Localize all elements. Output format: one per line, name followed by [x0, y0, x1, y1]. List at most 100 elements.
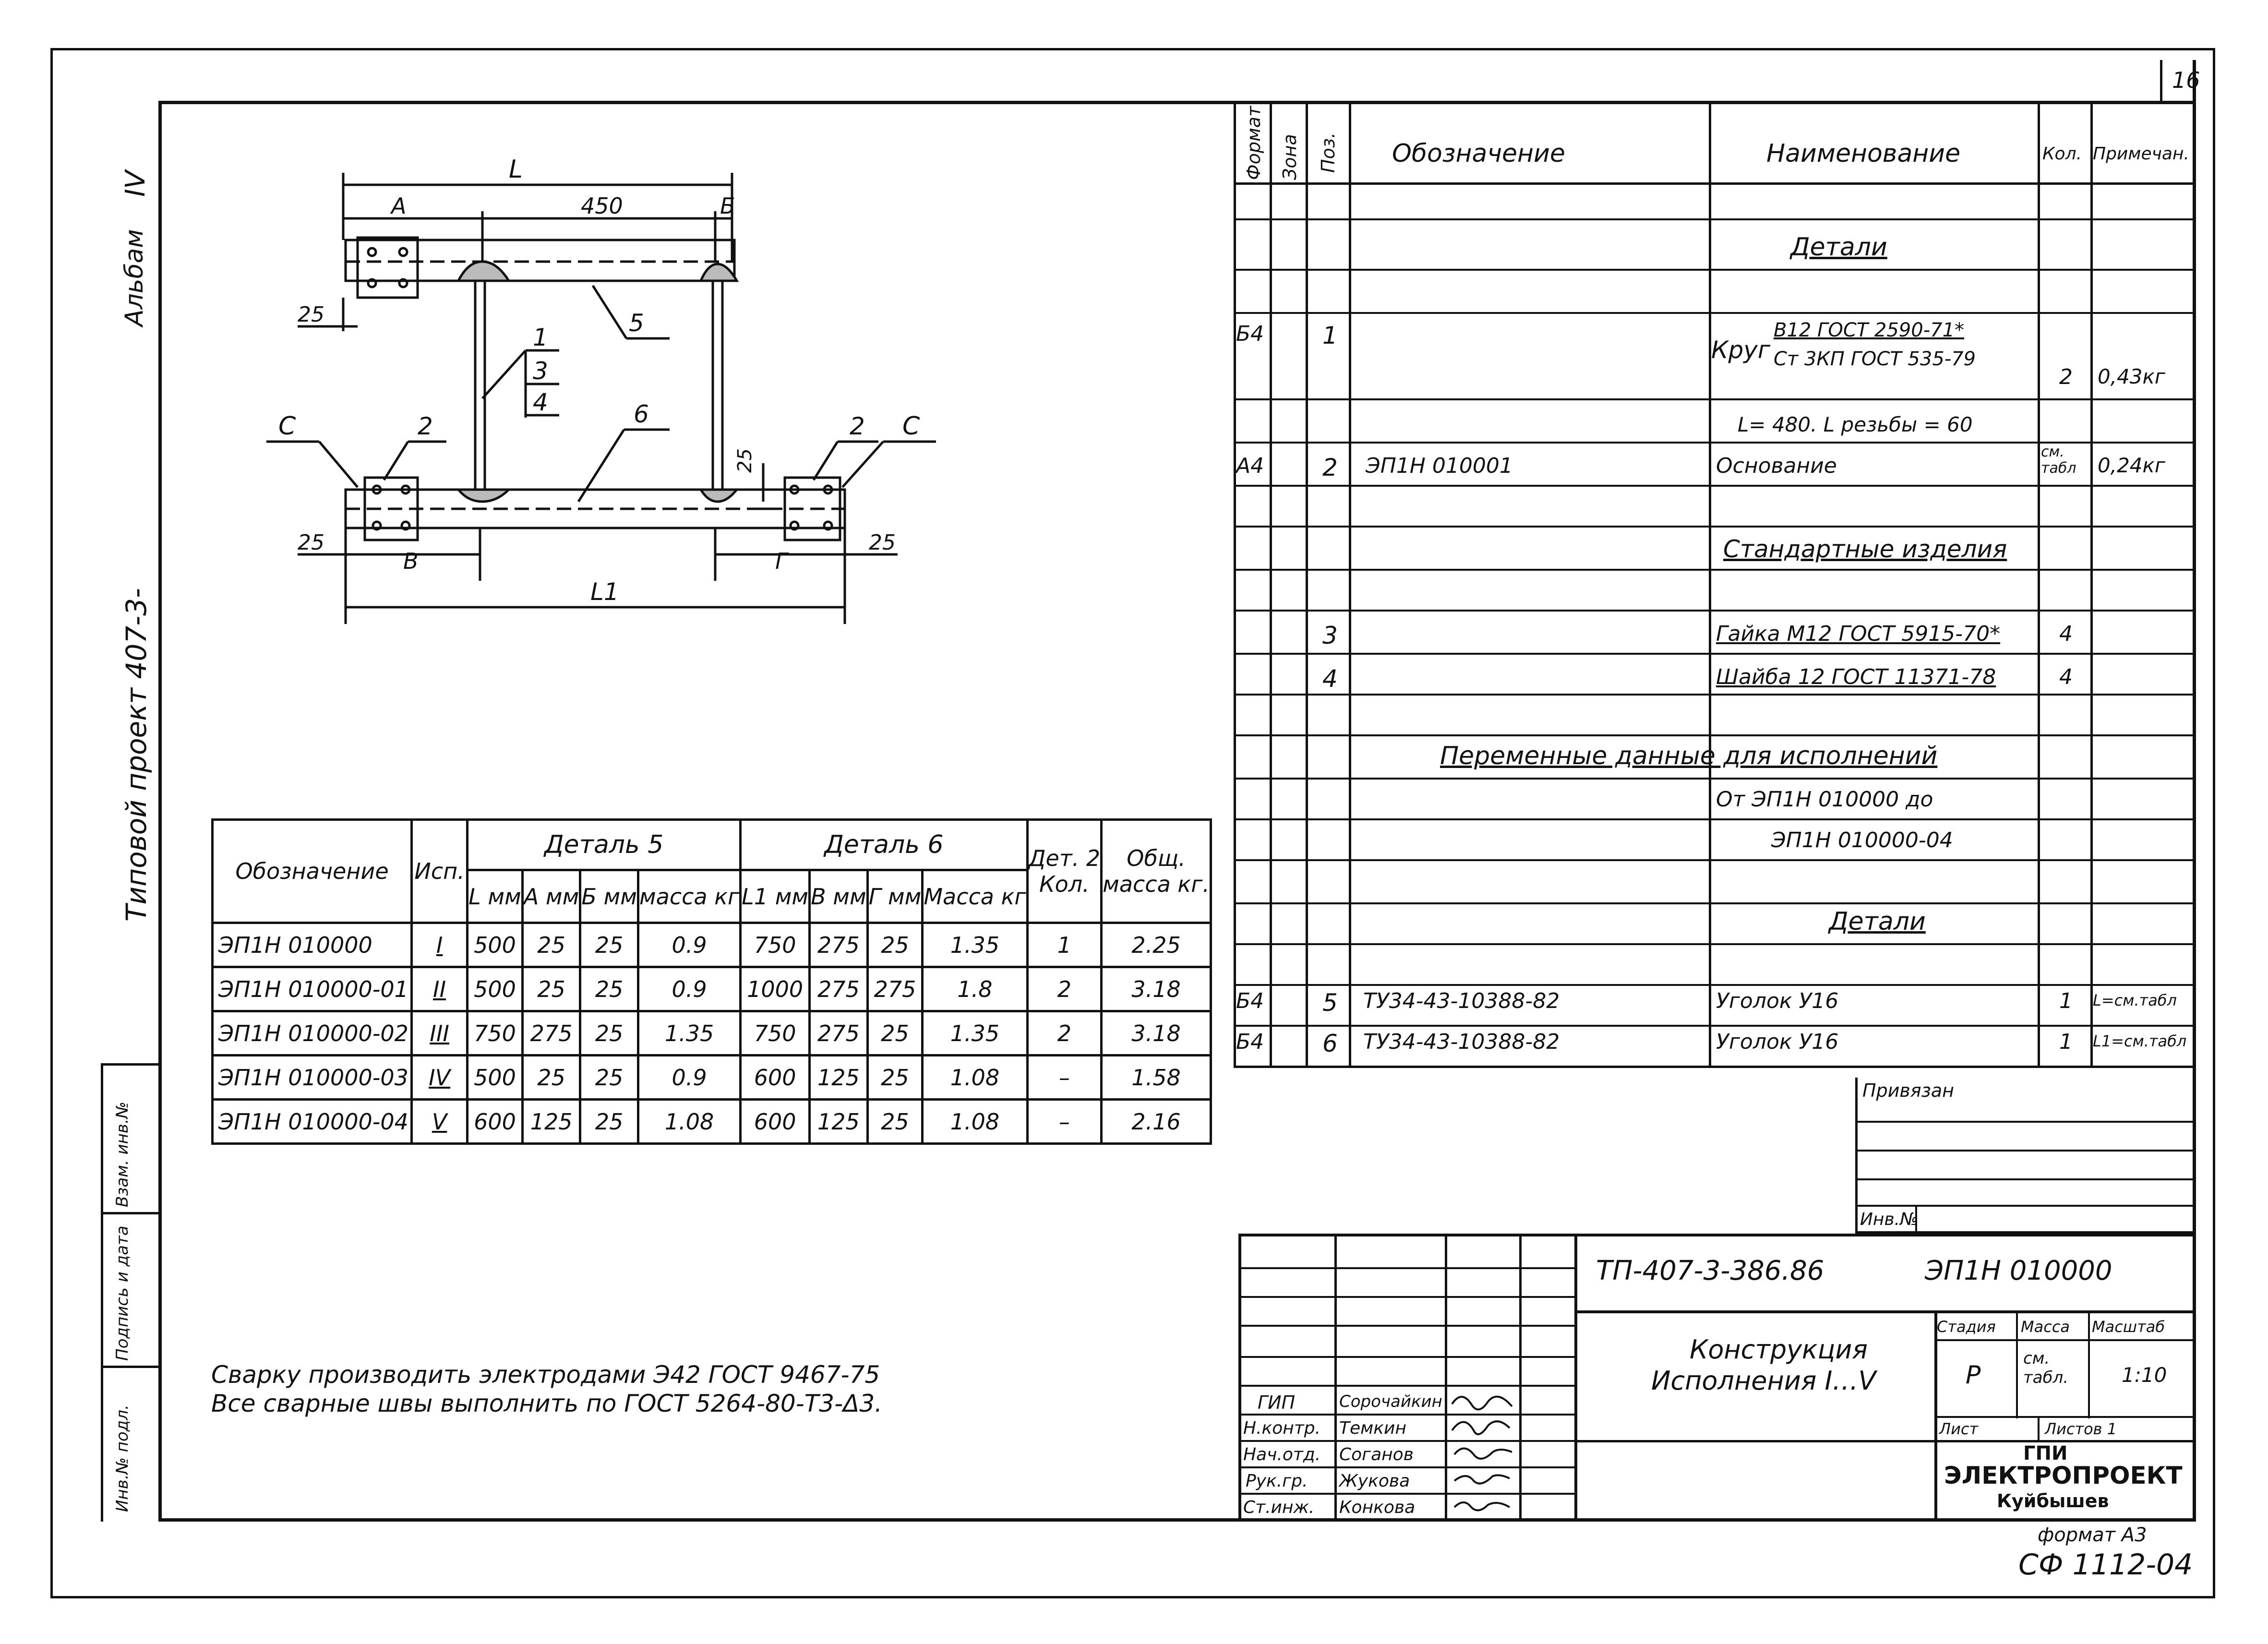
dim-L1: L1	[590, 578, 619, 606]
spec-h-note: Примечан.	[2093, 144, 2189, 164]
label-C-right: С	[902, 412, 920, 441]
spec-row1-grade: В12 ГОСТ 2590-71*	[1774, 319, 1965, 341]
th-A: А мм	[521, 869, 582, 924]
tb-scale: 1:10	[2122, 1363, 2167, 1387]
spec-row6-designation: ТУ34-43-10388-82	[1363, 1030, 1560, 1054]
pos-1: 1	[533, 324, 548, 351]
th-V: В мм	[808, 869, 869, 924]
spec-section-details-2: Детали	[1829, 907, 1926, 936]
spec-row3-name: Гайка М12 ГОСТ 5915-70*	[1716, 622, 2001, 646]
cell-isp: II	[410, 966, 469, 1012]
th-L: L мм	[466, 869, 524, 924]
spec-row1-qty: 2	[2059, 365, 2073, 389]
cell-L: 500	[466, 966, 524, 1012]
cell-m6: 1.08	[921, 1054, 1029, 1101]
spec-row1-pos: 1	[1322, 322, 1338, 349]
spec-row6-qty: 1	[2059, 1030, 2073, 1054]
cell-des: ЭП1Н 010000	[211, 922, 413, 968]
dim-L: L	[509, 155, 523, 184]
spec-row5-note: L=см.табл	[2093, 991, 2177, 1009]
spec-row2-qty: см. табл	[2041, 444, 2076, 477]
cell-m5: 1.35	[636, 1010, 742, 1056]
th-detail-6: Деталь 6	[739, 818, 1029, 871]
pos-2-right: 2	[850, 412, 865, 440]
cell-V: 125	[808, 1098, 869, 1145]
tb-doc-code: ЭП1Н 010000	[1925, 1255, 2112, 1286]
spec-h-designation: Обозначение	[1392, 139, 1565, 168]
tb-name-rukgr: Жукова	[1339, 1471, 1410, 1491]
cell-A: 125	[521, 1098, 582, 1145]
variants-table: Обозначение Исп. Деталь 5 Деталь 6 Дет. …	[211, 818, 1212, 1145]
th-B: Б мм	[579, 869, 639, 924]
spec-row3-qty: 4	[2059, 622, 2073, 646]
cell-A: 25	[521, 966, 582, 1012]
th-mass5: масса кг	[636, 869, 742, 924]
pos-3: 3	[533, 357, 548, 385]
spec-section-variable: Переменные данные для исполнений	[1440, 742, 1938, 770]
th-L1: L1 мм	[739, 869, 811, 924]
cell-qty: 2	[1026, 966, 1103, 1012]
tb-stage: Р	[1966, 1361, 1981, 1390]
cell-G: 25	[866, 1098, 924, 1145]
cell-isp: IV	[410, 1054, 469, 1101]
dim-25-top: 25	[298, 302, 324, 327]
tb-h-scale: Масштаб	[2092, 1318, 2165, 1336]
spec-h-qty: Кол.	[2042, 144, 2082, 164]
spec-row2-format: А4	[1236, 454, 1264, 478]
cell-m6: 1.8	[921, 966, 1029, 1012]
cell-des: ЭП1Н 010000-02	[211, 1010, 413, 1056]
signatures	[1451, 1395, 1513, 1512]
cell-B: 25	[579, 1054, 639, 1101]
spec-h-zone: Зона	[1279, 134, 1300, 180]
cell-A: 25	[521, 922, 582, 968]
spec-row6-name: Уголок У16	[1716, 1030, 1839, 1054]
tb-role-nachotd: Нач.отд.	[1243, 1445, 1321, 1464]
cell-m6: 1.35	[921, 922, 1029, 968]
cell-qty: –	[1026, 1054, 1103, 1101]
spec-row1-note: 0,43кг	[2098, 365, 2165, 388]
cell-A: 25	[521, 1054, 582, 1101]
tb-role-nkontr: Н.контр.	[1243, 1418, 1321, 1438]
cell-L: 500	[466, 922, 524, 968]
cell-qty: 2	[1026, 1010, 1103, 1056]
cell-total: 3.18	[1100, 1010, 1212, 1056]
tb-project-code: ТП-407-3-386.86	[1596, 1255, 1824, 1286]
cell-m5: 0.9	[636, 922, 742, 968]
cell-total: 3.18	[1100, 966, 1212, 1012]
th-isp: Исп.	[410, 818, 469, 924]
cell-total: 2.25	[1100, 922, 1212, 968]
th-detail-5: Деталь 5	[466, 818, 742, 871]
cell-des: ЭП1Н 010000-03	[211, 1054, 413, 1101]
cell-des: ЭП1Н 010000-04	[211, 1098, 413, 1145]
cell-qty: 1	[1026, 922, 1103, 968]
cell-G: 25	[866, 922, 924, 968]
spec-row1-extra: L= 480. L резьбы = 60	[1738, 413, 1973, 436]
spec-row4-pos: 4	[1322, 665, 1338, 693]
spec-row2-designation: ЭП1Н 010001	[1366, 454, 1513, 478]
tb-org-3: Куйбышев	[1997, 1490, 2109, 1512]
spec-h-name: Наименование	[1766, 139, 1961, 168]
spec-row1-name: Круг	[1711, 336, 1771, 364]
dim-A: А	[390, 193, 406, 219]
dim-25-right: 25	[869, 530, 896, 555]
spec-row4-qty: 4	[2059, 665, 2073, 689]
cell-G: 275	[866, 966, 924, 1012]
spec-row2-note: 0,24кг	[2098, 454, 2165, 477]
cell-isp: III	[410, 1010, 469, 1056]
spec-section-standard: Стандартные изделия	[1723, 535, 2007, 563]
tb-sheets: Листов 1	[2045, 1420, 2117, 1438]
cell-B: 25	[579, 1010, 639, 1056]
cell-m5: 0.9	[636, 966, 742, 1012]
cell-total: 2.16	[1100, 1098, 1212, 1145]
tb-name-nachotd: Соганов	[1339, 1445, 1414, 1464]
cell-qty: –	[1026, 1098, 1103, 1145]
cell-L1: 600	[739, 1098, 811, 1145]
pos-2-left: 2	[418, 412, 433, 440]
spec-row2-name: Основание	[1716, 454, 1837, 478]
